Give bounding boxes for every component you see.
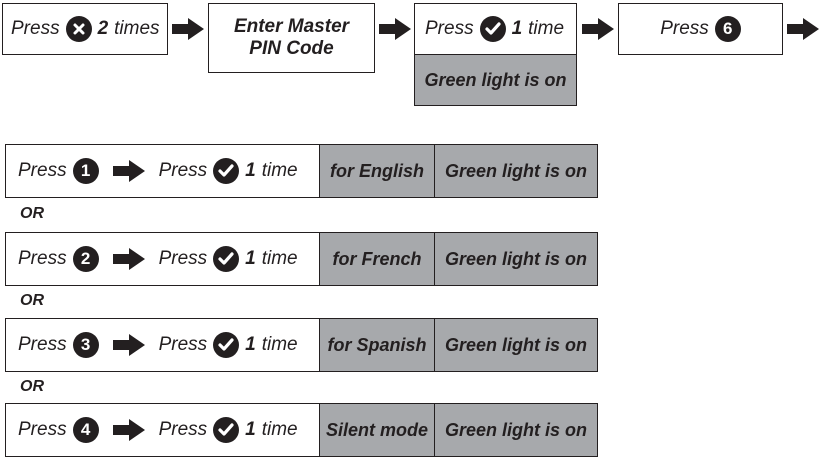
arrow-right-icon [379,18,411,40]
times-label: times [114,18,160,39]
green-light-status: Green light is on [434,145,597,197]
arrow-right-icon [112,160,145,182]
press-label: Press [11,18,60,39]
time-label: time [261,248,298,269]
check-circle-icon [213,246,240,272]
pin-code-label: PIN Code [249,38,334,59]
time-label: time [261,419,298,440]
press-label: Press [660,18,709,39]
time-label: time [528,18,565,39]
step-press-x-box: Press 2 times [2,3,168,55]
press-label: Press [18,248,67,269]
arrow-right-icon [582,18,614,40]
language-label: Silent mode [319,404,434,456]
time-label: time [261,334,298,355]
arrow-right-icon [787,18,819,40]
check-circle-icon [213,332,240,358]
check-circle-icon [213,158,240,184]
option-steps: Press 2 Press 1 time [18,233,298,285]
press-count: 1 [245,419,256,440]
press-label: Press [158,419,208,440]
number-1-icon: 1 [72,158,99,184]
or-label: OR [20,205,44,222]
language-label: for French [319,233,434,285]
press-label: Press [158,334,208,355]
language-label: for English [319,145,434,197]
time-label: time [261,160,298,181]
or-label: OR [20,292,44,309]
green-light-status-box: Green light is on [414,54,577,106]
check-circle-icon [213,417,240,443]
arrow-right-icon [112,334,145,356]
number-3-icon: 3 [72,332,99,358]
press-count: 1 [245,160,256,181]
option-row-spanish: Press 3 Press 1 time for Spanish Green l… [5,318,598,372]
step-press-6: Press 6 [619,4,782,54]
option-steps: Press 1 Press 1 time [18,145,298,197]
green-light-status: Green light is on [424,69,567,90]
option-steps: Press 3 Press 1 time [18,319,298,371]
green-light-status: Green light is on [434,319,597,371]
arrow-right-icon [112,419,145,441]
arrow-right-icon [112,248,145,270]
enter-master-pin-box: Enter Master PIN Code [208,3,375,73]
number-6-icon: 6 [714,16,741,42]
arrow-right-icon [172,18,204,40]
press-label: Press [18,334,67,355]
press-label: Press [425,18,474,39]
x-circle-icon [65,16,92,42]
press-label: Press [18,419,67,440]
step-press-check-box: Press 1 time [414,3,577,55]
press-count: 1 [511,18,523,39]
green-light-status: Green light is on [434,404,597,456]
check-circle-icon [479,16,506,42]
number-2-icon: 2 [72,246,99,272]
option-row-silent: Press 4 Press 1 time Silent mode Green l… [5,403,598,457]
language-label: for Spanish [319,319,434,371]
option-row-english: Press 1 Press 1 time for English Green l… [5,144,598,198]
or-label: OR [20,378,44,395]
press-count: 1 [245,334,256,355]
step-press-x: Press 2 times [3,4,167,54]
step-press-6-box: Press 6 [618,3,783,55]
number-4-icon: 4 [72,417,99,443]
step-press-check: Press 1 time [415,4,576,54]
press-count: 2 [97,18,109,39]
enter-master-label: Enter Master [233,16,350,37]
press-label: Press [18,160,67,181]
press-label: Press [158,160,208,181]
press-label: Press [158,248,208,269]
green-light-status: Green light is on [434,233,597,285]
option-steps: Press 4 Press 1 time [18,404,298,456]
option-row-french: Press 2 Press 1 time for French Green li… [5,232,598,286]
press-count: 1 [245,248,256,269]
